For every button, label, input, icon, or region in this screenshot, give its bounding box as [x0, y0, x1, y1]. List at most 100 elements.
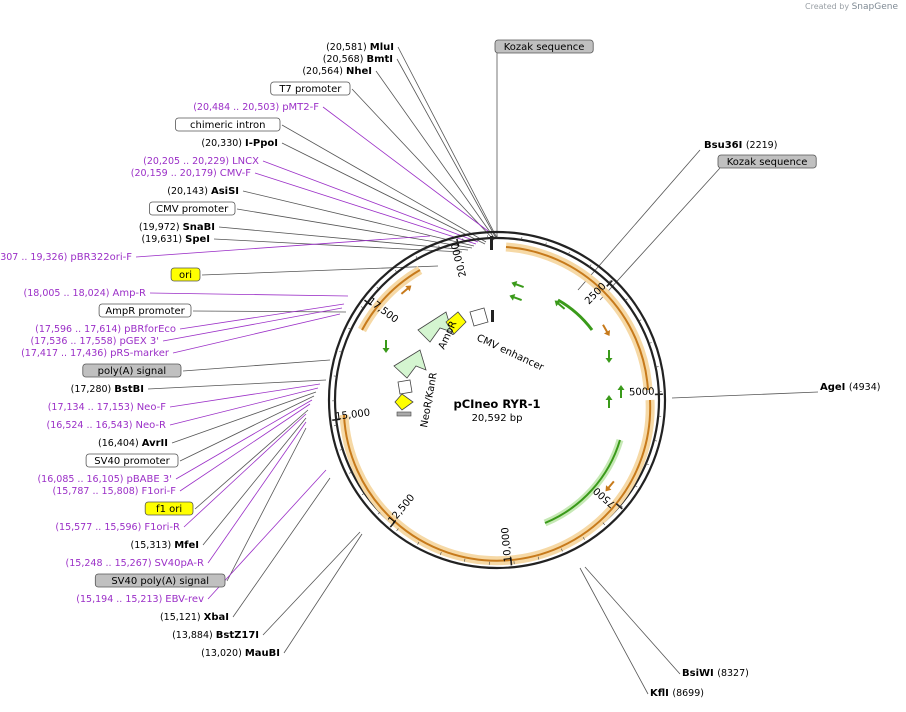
minor-tick — [545, 242, 547, 246]
label-maubi[interactable]: (13,020) MauBI — [201, 648, 280, 659]
callout-line — [579, 567, 649, 695]
label-sv40-poly-a-signal[interactable]: SV40 poly(A) signal — [94, 573, 226, 588]
cmv-enhancer-arrow-icon — [469, 307, 489, 327]
svg-text:(17,280) BstBI: (17,280) BstBI — [71, 384, 144, 395]
svg-text:(20,564) NheI: (20,564) NheI — [302, 66, 372, 77]
svg-text:(20,568) BmtI: (20,568) BmtI — [323, 54, 393, 65]
callout-line — [396, 58, 497, 239]
callout-line — [207, 421, 307, 564]
label-mfei[interactable]: (15,313) MfeI — [131, 540, 200, 551]
label-chimeric-intron[interactable]: chimeric intron — [175, 117, 281, 132]
label-pgex-3[interactable]: (17,536 .. 17,558) pGEX 3' — [30, 336, 159, 347]
label-poly-a-signal[interactable]: poly(A) signal — [82, 363, 182, 378]
primer-name: F1ori-F — [142, 486, 177, 497]
minor-tick — [376, 286, 380, 290]
svg-text:(20,143) AsiSI: (20,143) AsiSI — [167, 186, 239, 197]
label-asisi[interactable]: (20,143) AsiSI — [167, 186, 239, 197]
feature-name: poly(A) signal — [98, 366, 167, 377]
feature-name: ori — [179, 270, 192, 281]
label-i-ppoi[interactable]: (20,330) I-PpoI — [201, 138, 278, 149]
direction-arrow-icon — [602, 324, 611, 337]
label-lncx[interactable]: (20,205 .. 20,229) LNCX — [143, 156, 259, 167]
callout-line — [169, 383, 321, 408]
primer-position: (18,005 .. 18,024) — [24, 288, 113, 299]
svg-text:(15,577 .. 15,596) F1ori-R: (15,577 .. 15,596) F1ori-R — [55, 522, 180, 533]
label-spei[interactable]: (19,631) SpeI — [141, 234, 210, 245]
primer-position: (16,085 .. 16,105) — [37, 474, 126, 485]
tick-mark — [606, 280, 613, 287]
tick-mark — [389, 520, 397, 528]
label-amp-r[interactable]: (18,005 .. 18,024) Amp-R — [24, 288, 147, 299]
feature-direction-arrows — [382, 281, 625, 492]
label-cmv-promoter[interactable]: CMV promoter — [148, 201, 236, 216]
label-pmt2-f[interactable]: (20,484 .. 20,503) pMT2-F — [193, 102, 319, 113]
site-position: (20,581) — [326, 42, 370, 53]
label-neo-f[interactable]: (17,134 .. 17,153) Neo-F — [48, 402, 167, 413]
site-name: SnaBI — [183, 222, 215, 233]
label-ampr-promoter[interactable]: AmpR promoter — [98, 303, 192, 318]
site-position: (15,121) — [160, 612, 204, 623]
label-xbai[interactable]: (15,121) XbaI — [160, 612, 229, 623]
sv40-polya-box-icon — [396, 411, 412, 417]
minor-tick — [589, 264, 592, 268]
site-position: (13,020) — [201, 648, 245, 659]
label-mlui[interactable]: (20,581) MluI — [326, 42, 394, 53]
label-sv40pa-r[interactable]: (15,248 .. 15,267) SV40pA-R — [66, 558, 204, 569]
label-nhei[interactable]: (20,564) NheI — [302, 66, 372, 77]
minor-tick — [602, 522, 606, 526]
label-kozak-sequence-0[interactable]: Kozak sequence — [494, 39, 594, 54]
label-kfli-5[interactable]: KflI (8699) — [650, 688, 704, 699]
primer-position: (20,484 .. 20,503) — [193, 102, 282, 113]
tick-label: 7500 — [592, 485, 618, 510]
minor-tick — [462, 238, 464, 242]
label-t7-promoter[interactable]: T7 promoter — [270, 81, 351, 96]
feature-box — [175, 117, 281, 132]
minor-tick — [415, 256, 418, 260]
label-snabi[interactable]: (19,972) SnaBI — [139, 222, 215, 233]
callout-line — [179, 403, 311, 492]
site-position: (13,884) — [172, 630, 216, 641]
label-neo-r[interactable]: (16,524 .. 16,543) Neo-R — [47, 420, 167, 431]
label-ori[interactable]: ori — [170, 267, 201, 282]
label-sv40-promoter[interactable]: SV40 promoter — [85, 453, 179, 468]
label-pbr322ori-f[interactable]: (19,307 .. 19,326) pBR322ori-F — [0, 252, 132, 263]
snapgene-watermark: Created by SnapGene — [805, 2, 898, 12]
label-bsiwi-4[interactable]: BsiWI (8327) — [682, 668, 749, 679]
label-f1ori-f[interactable]: (15,787 .. 15,808) F1ori-F — [53, 486, 177, 497]
site-name: AsiSI — [211, 186, 239, 197]
callout-line — [171, 391, 317, 444]
site-position: (19,972) — [139, 222, 183, 233]
svg-text:(16,524 .. 16,543) Neo-R: (16,524 .. 16,543) Neo-R — [47, 420, 167, 431]
direction-arrow-icon — [554, 300, 566, 310]
label-f1-ori[interactable]: f1 ori — [144, 501, 194, 516]
label-prs-marker[interactable]: (17,417 .. 17,436) pRS-marker — [21, 348, 170, 359]
svg-text:BsiWI (8327): BsiWI (8327) — [682, 668, 749, 679]
svg-text:(17,596 .. 17,614) pBRforEco: (17,596 .. 17,614) pBRforEco — [35, 324, 176, 335]
callout-line — [599, 167, 721, 301]
svg-text:(13,020) MauBI: (13,020) MauBI — [201, 648, 280, 659]
primer-position: (17,596 .. 17,614) — [35, 324, 124, 335]
label-bstbi[interactable]: (17,280) BstBI — [71, 384, 144, 395]
label-f1ori-r[interactable]: (15,577 .. 15,596) F1ori-R — [55, 522, 180, 533]
direction-arrow-icon — [617, 385, 625, 398]
site-name: AvrII — [142, 438, 168, 449]
primer-name: F1ori-R — [144, 522, 180, 533]
label-pbabe-3[interactable]: (16,085 .. 16,105) pBABE 3' — [37, 474, 172, 485]
primer-name: pRS-marker — [110, 348, 170, 359]
minor-tick — [394, 269, 398, 273]
label-ebv-rev[interactable]: (15,194 .. 15,213) EBV-rev — [76, 594, 204, 605]
label-bstz17i[interactable]: (13,884) BstZ17I — [172, 630, 259, 641]
label-bsu36i-1[interactable]: Bsu36I (2219) — [704, 140, 777, 151]
label-agei-3[interactable]: AgeI (4934) — [820, 382, 880, 393]
callout-line — [201, 265, 439, 276]
tick-mark — [509, 557, 513, 566]
label-bmti[interactable]: (20,568) BmtI — [323, 54, 393, 65]
primer-position: (17,536 .. 17,558) — [30, 336, 119, 347]
label-cmv-f[interactable]: (20,159 .. 20,179) CMV-F — [131, 168, 251, 179]
direction-arrow-icon — [605, 350, 613, 363]
label-pbrforeco[interactable]: (17,596 .. 17,614) pBRforEco — [35, 324, 176, 335]
site-name: BstZ17I — [216, 630, 259, 641]
label-kozak-sequence-2[interactable]: Kozak sequence — [717, 154, 817, 169]
primer-name: Neo-F — [137, 402, 167, 413]
label-avrii[interactable]: (16,404) AvrII — [98, 438, 168, 449]
